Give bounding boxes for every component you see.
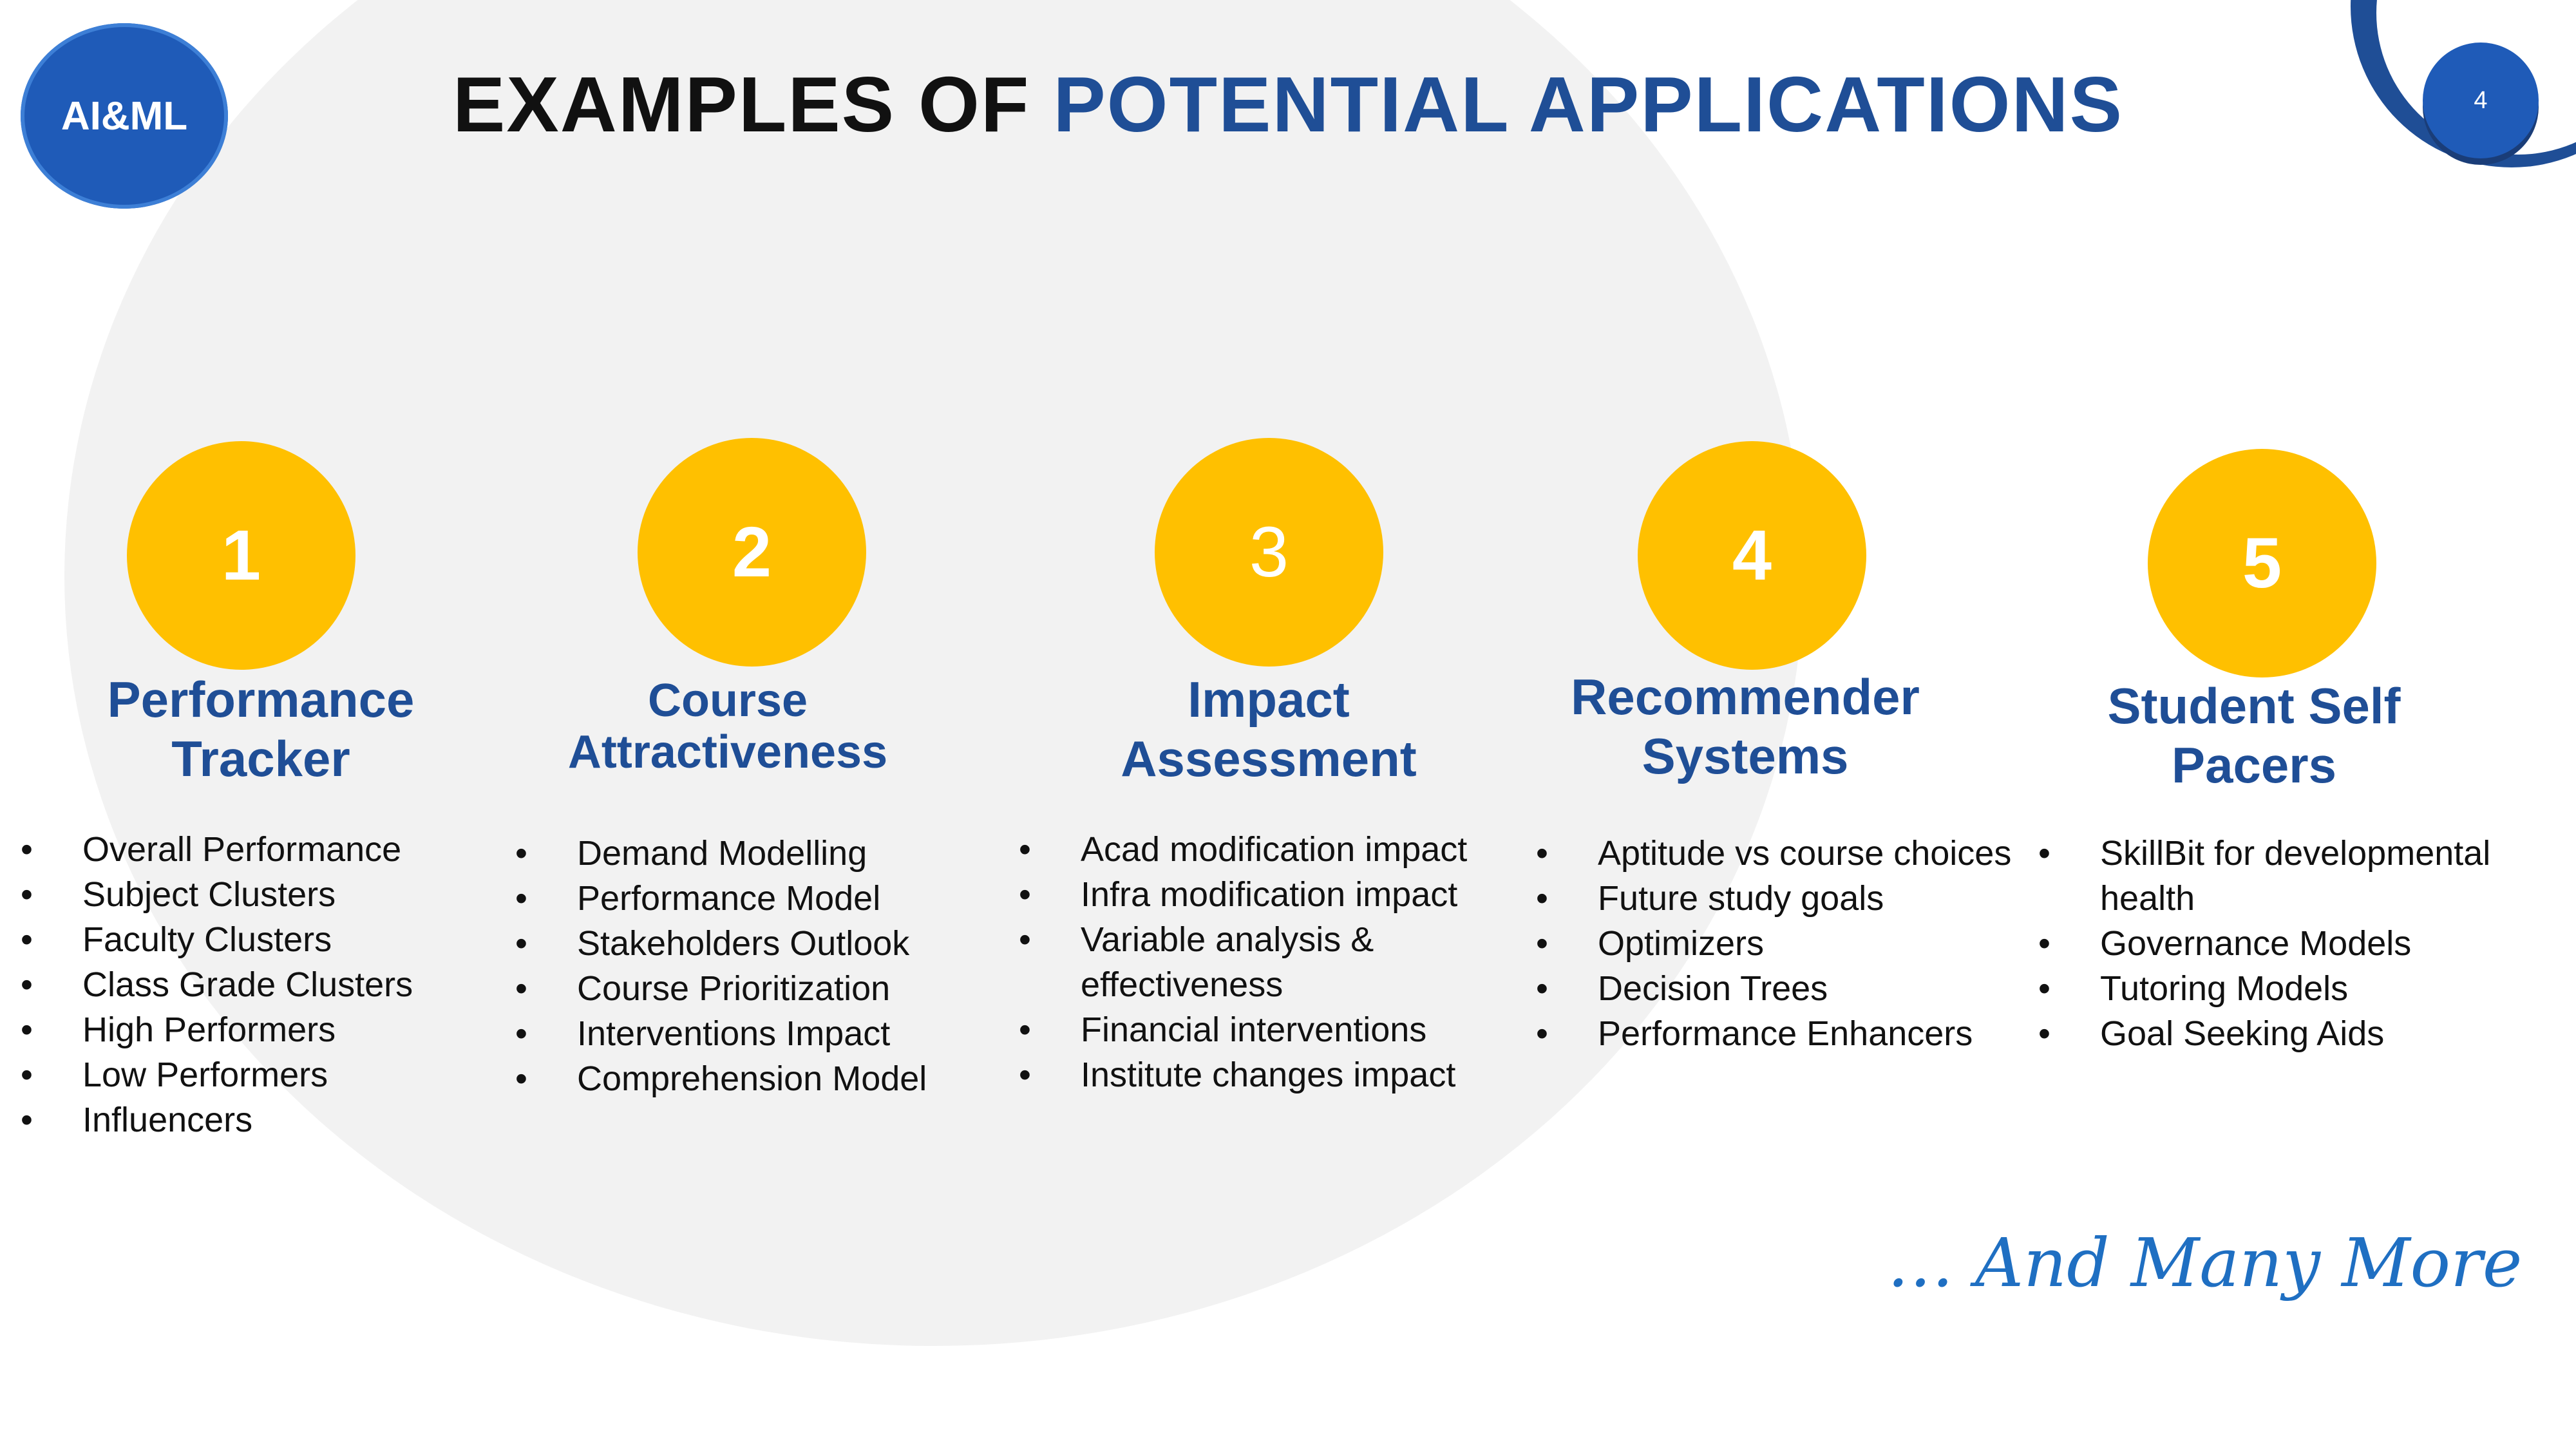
heading-line: Pacers [2172,737,2336,793]
list-item: Subject Clusters [21,872,484,917]
number-1: 1 [221,516,261,595]
list-student-self-pacers: SkillBit for developmental health Govern… [2038,831,2553,1056]
logo-text: AI&ML [61,93,188,138]
list-item: Class Grade Clusters [21,962,484,1007]
list-item: Stakeholders Outlook [515,921,1005,966]
number-circle-4: 4 [1638,441,1866,670]
list-item: Tutoring Models [2038,966,2553,1011]
heading-line: Recommender [1571,668,1920,725]
page-title: EXAMPLES OF POTENTIAL APPLICATIONS [0,59,2576,149]
list-item: Goal Seeking Aids [2038,1011,2553,1056]
number-5: 5 [2242,524,2282,603]
list-item: Performance Enhancers [1536,1011,2038,1056]
list-item: Low Performers [21,1052,484,1097]
list-item: Financial interventions [1019,1007,1508,1052]
heading-line: Student Self [2107,677,2401,734]
list-course-attractiveness: Demand Modelling Performance Model Stake… [515,831,1005,1101]
list-item: Interventions Impact [515,1011,1005,1056]
heading-line: Systems [1642,728,1849,784]
list-recommender-systems: Aptitude vs course choices Future study … [1536,831,2038,1056]
number-4: 4 [1732,516,1772,595]
title-part-1: EXAMPLES OF [452,61,1054,148]
heading-performance-tracker: Performance Tracker [52,670,470,788]
list-item: Overall Performance [21,827,484,872]
list-item: Demand Modelling [515,831,1005,876]
heading-line: Attractiveness [567,726,888,778]
heading-line: Assessment [1121,730,1417,787]
list-item: Acad modification impact [1019,827,1508,872]
list-item: Comprehension Model [515,1056,1005,1101]
number-circle-1: 1 [127,441,355,670]
logo-badge: AI&ML [21,23,228,209]
heading-recommender-systems: Recommender Systems [1546,667,1945,786]
heading-line: Impact [1188,671,1350,728]
list-item: Infra modification impact [1019,872,1508,917]
list-item: Variable analysis & effectiveness [1019,917,1508,1007]
heading-line: Course [647,675,808,726]
list-item: Optimizers [1536,921,2038,966]
list-item: Future study goals [1536,876,2038,921]
list-item: Aptitude vs course choices [1536,831,2038,876]
heading-impact-assessment: Impact Assessment [1069,670,1468,788]
title-part-2: POTENTIAL APPLICATIONS [1053,61,2124,148]
list-item: High Performers [21,1007,484,1052]
number-3: 3 [1249,513,1289,592]
number-circle-2: 2 [638,438,866,667]
page-number-badge: 4 [2423,43,2539,158]
list-item: Influencers [21,1097,484,1142]
list-item: Institute changes impact [1019,1052,1508,1097]
heading-course-attractiveness: Course Attractiveness [535,675,921,778]
number-circle-3: 3 [1155,438,1383,667]
and-many-more-note: … And Many More [1887,1224,2523,1302]
list-item: Decision Trees [1536,966,2038,1011]
list-item: Faculty Clusters [21,917,484,962]
page-number: 4 [2474,86,2488,114]
number-circle-5: 5 [2148,449,2376,677]
heading-line: Performance [107,671,415,728]
list-item: Governance Models [2038,921,2553,966]
heading-student-self-pacers: Student Self Pacers [2054,676,2454,795]
list-item: Performance Model [515,876,1005,921]
list-performance-tracker: Overall Performance Subject Clusters Fac… [21,827,484,1142]
heading-line: Tracker [171,730,350,787]
list-item: SkillBit for developmental health [2038,831,2553,921]
list-item: Course Prioritization [515,966,1005,1011]
number-2: 2 [732,513,772,592]
list-impact-assessment: Acad modification impact Infra modificat… [1019,827,1508,1097]
